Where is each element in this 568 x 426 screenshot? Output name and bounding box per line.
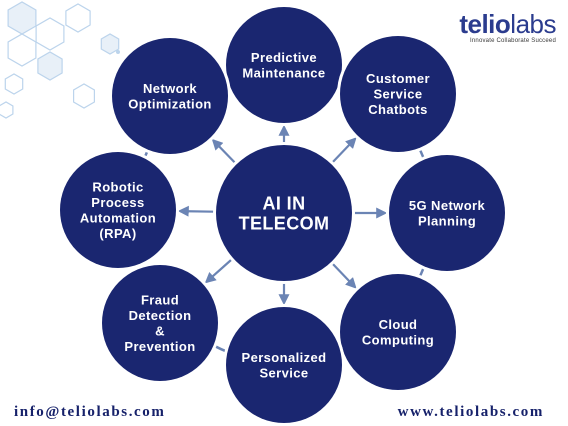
node-label-robotic-process-automation-line: Robotic: [92, 179, 143, 194]
node-label-5g-network-planning-line: Planning: [418, 213, 476, 228]
arrow-to-network-optimization: [211, 138, 236, 164]
center-label-line: AI IN: [262, 193, 305, 213]
arrow-to-fraud-detection-prevention: [204, 258, 233, 284]
node-circle: [226, 7, 342, 123]
logo-wordmark: teliolabs: [459, 10, 556, 38]
node-label-fraud-detection-prevention-line: Prevention: [124, 339, 195, 354]
hexagon-shape: [7, 33, 37, 67]
node-label-5g-network-planning-line: 5G Network: [409, 198, 486, 213]
node-label-fraud-detection-prevention-line: Fraud: [141, 292, 179, 307]
hexagon-shape: [72, 83, 96, 109]
node-circle: [226, 307, 342, 423]
teliolabs-logo: teliolabs Innovate Collaborate Succeed: [438, 8, 558, 48]
decor-dot: [116, 50, 120, 54]
node-label-predictive-maintenance-line: Maintenance: [242, 65, 325, 80]
node-label-personalized-service-line: Personalized: [242, 350, 327, 365]
arrow-to-customer-service-chatbots: [331, 137, 357, 164]
hexagon-shape: [65, 3, 91, 33]
node-label-network-optimization-line: Optimization: [128, 96, 212, 111]
footer-website[interactable]: www.teliolabs.com: [397, 404, 544, 420]
arrow-to-cloud-computing: [331, 262, 357, 289]
node-label-predictive-maintenance-line: Predictive: [251, 50, 317, 65]
node-label-cloud-computing-line: Cloud: [379, 317, 418, 332]
hexagon-decoration: [0, 1, 120, 119]
center-circle: [216, 145, 352, 281]
node-label-robotic-process-automation-line: Process: [91, 195, 144, 210]
node-label-customer-service-chatbots-line: Chatbots: [368, 102, 428, 117]
node-label-personalized-service-line: Service: [259, 365, 308, 380]
hexagon-shape: [0, 101, 14, 119]
hexagon-shape: [35, 17, 65, 51]
node-label-fraud-detection-prevention-line: &: [155, 323, 165, 338]
node-circle: [340, 36, 456, 152]
logo-tagline: Innovate Collaborate Succeed: [470, 38, 556, 44]
node-label-fraud-detection-prevention-line: Detection: [129, 308, 192, 323]
node-label-customer-service-chatbots-line: Service: [373, 87, 422, 102]
hexagon-shape: [100, 33, 120, 55]
node-label-robotic-process-automation-line: (RPA): [99, 226, 136, 241]
node-circle: [60, 152, 176, 268]
node-circle: [102, 265, 218, 381]
hexagon-shape: [37, 51, 63, 81]
node-label-cloud-computing-line: Computing: [362, 332, 434, 347]
node-circle: [389, 155, 505, 271]
logo-name-light: labs: [510, 9, 556, 39]
hexagon-shape: [4, 73, 24, 95]
hexagon-shape: [7, 1, 37, 35]
node-label-customer-service-chatbots-line: Customer: [366, 71, 430, 86]
arrow-to-robotic-process-automation: [177, 205, 215, 217]
arrow-group: [177, 124, 388, 306]
node-label-network-optimization-line: Network: [143, 81, 197, 96]
footer-email[interactable]: info@teliolabs.com: [14, 404, 166, 420]
node-circle: [340, 274, 456, 390]
logo-name-bold: telio: [459, 9, 511, 39]
center-label-line: TELECOM: [239, 213, 330, 233]
node-label-robotic-process-automation-line: Automation: [80, 210, 156, 225]
node-circle: [112, 38, 228, 154]
